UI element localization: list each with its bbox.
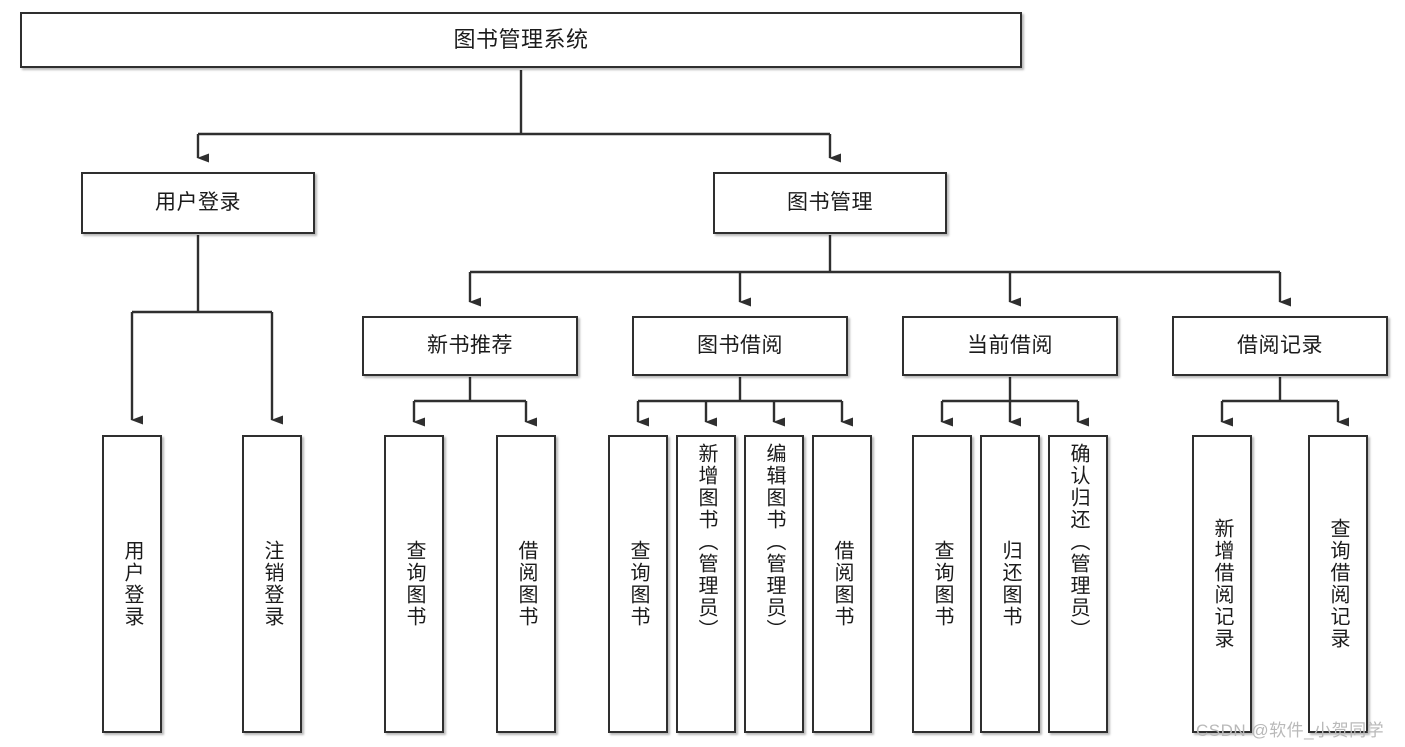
node-leaf-query-book-1[interactable]: 查询图书 — [384, 435, 444, 733]
node-label: 图书借阅 — [697, 334, 783, 358]
node-label: 当前借阅 — [967, 334, 1053, 358]
node-leaf-edit-book[interactable]: 编辑图书（管理员） — [744, 435, 804, 733]
node-current-borrow[interactable]: 当前借阅 — [902, 316, 1118, 376]
node-label: 新增图书（管理员） — [695, 443, 717, 641]
node-label: 新增借阅记录 — [1211, 518, 1233, 650]
node-label: 查询图书 — [627, 540, 649, 628]
node-label: 借阅记录 — [1237, 334, 1323, 358]
node-user-login[interactable]: 用户登录 — [81, 172, 315, 234]
node-leaf-borrow-book-1[interactable]: 借阅图书 — [496, 435, 556, 733]
node-new-book-recommend[interactable]: 新书推荐 — [362, 316, 578, 376]
node-leaf-user-logout[interactable]: 注销登录 — [242, 435, 302, 733]
node-label: 查询图书 — [403, 540, 425, 628]
watermark-text: CSDN @软件_小贺同学 — [1196, 721, 1385, 740]
node-leaf-borrow-book-2[interactable]: 借阅图书 — [812, 435, 872, 733]
node-borrow-record[interactable]: 借阅记录 — [1172, 316, 1388, 376]
node-leaf-return-book[interactable]: 归还图书 — [980, 435, 1040, 733]
node-label: 编辑图书（管理员） — [763, 443, 785, 641]
node-label: 图书管理 — [787, 191, 873, 215]
node-leaf-confirm-return[interactable]: 确认归还（管理员） — [1048, 435, 1108, 733]
node-label: 新书推荐 — [427, 334, 513, 358]
node-label: 归还图书 — [999, 540, 1021, 628]
node-label: 用户登录 — [121, 540, 143, 628]
node-label: 查询图书 — [931, 540, 953, 628]
node-book-borrow[interactable]: 图书借阅 — [632, 316, 848, 376]
node-label: 查询借阅记录 — [1327, 518, 1349, 650]
node-label: 确认归还（管理员） — [1067, 443, 1089, 641]
node-leaf-query-book-3[interactable]: 查询图书 — [912, 435, 972, 733]
node-book-management[interactable]: 图书管理 — [713, 172, 947, 234]
node-leaf-add-book[interactable]: 新增图书（管理员） — [676, 435, 736, 733]
node-label: 借阅图书 — [515, 540, 537, 628]
node-leaf-query-record[interactable]: 查询借阅记录 — [1308, 435, 1368, 733]
node-leaf-add-record[interactable]: 新增借阅记录 — [1192, 435, 1252, 733]
node-label: 借阅图书 — [831, 540, 853, 628]
node-label: 注销登录 — [261, 540, 283, 628]
node-root-system[interactable]: 图书管理系统 — [20, 12, 1022, 68]
node-leaf-user-login[interactable]: 用户登录 — [102, 435, 162, 733]
node-label: 用户登录 — [155, 191, 241, 215]
node-label: 图书管理系统 — [453, 26, 589, 52]
node-leaf-query-book-2[interactable]: 查询图书 — [608, 435, 668, 733]
